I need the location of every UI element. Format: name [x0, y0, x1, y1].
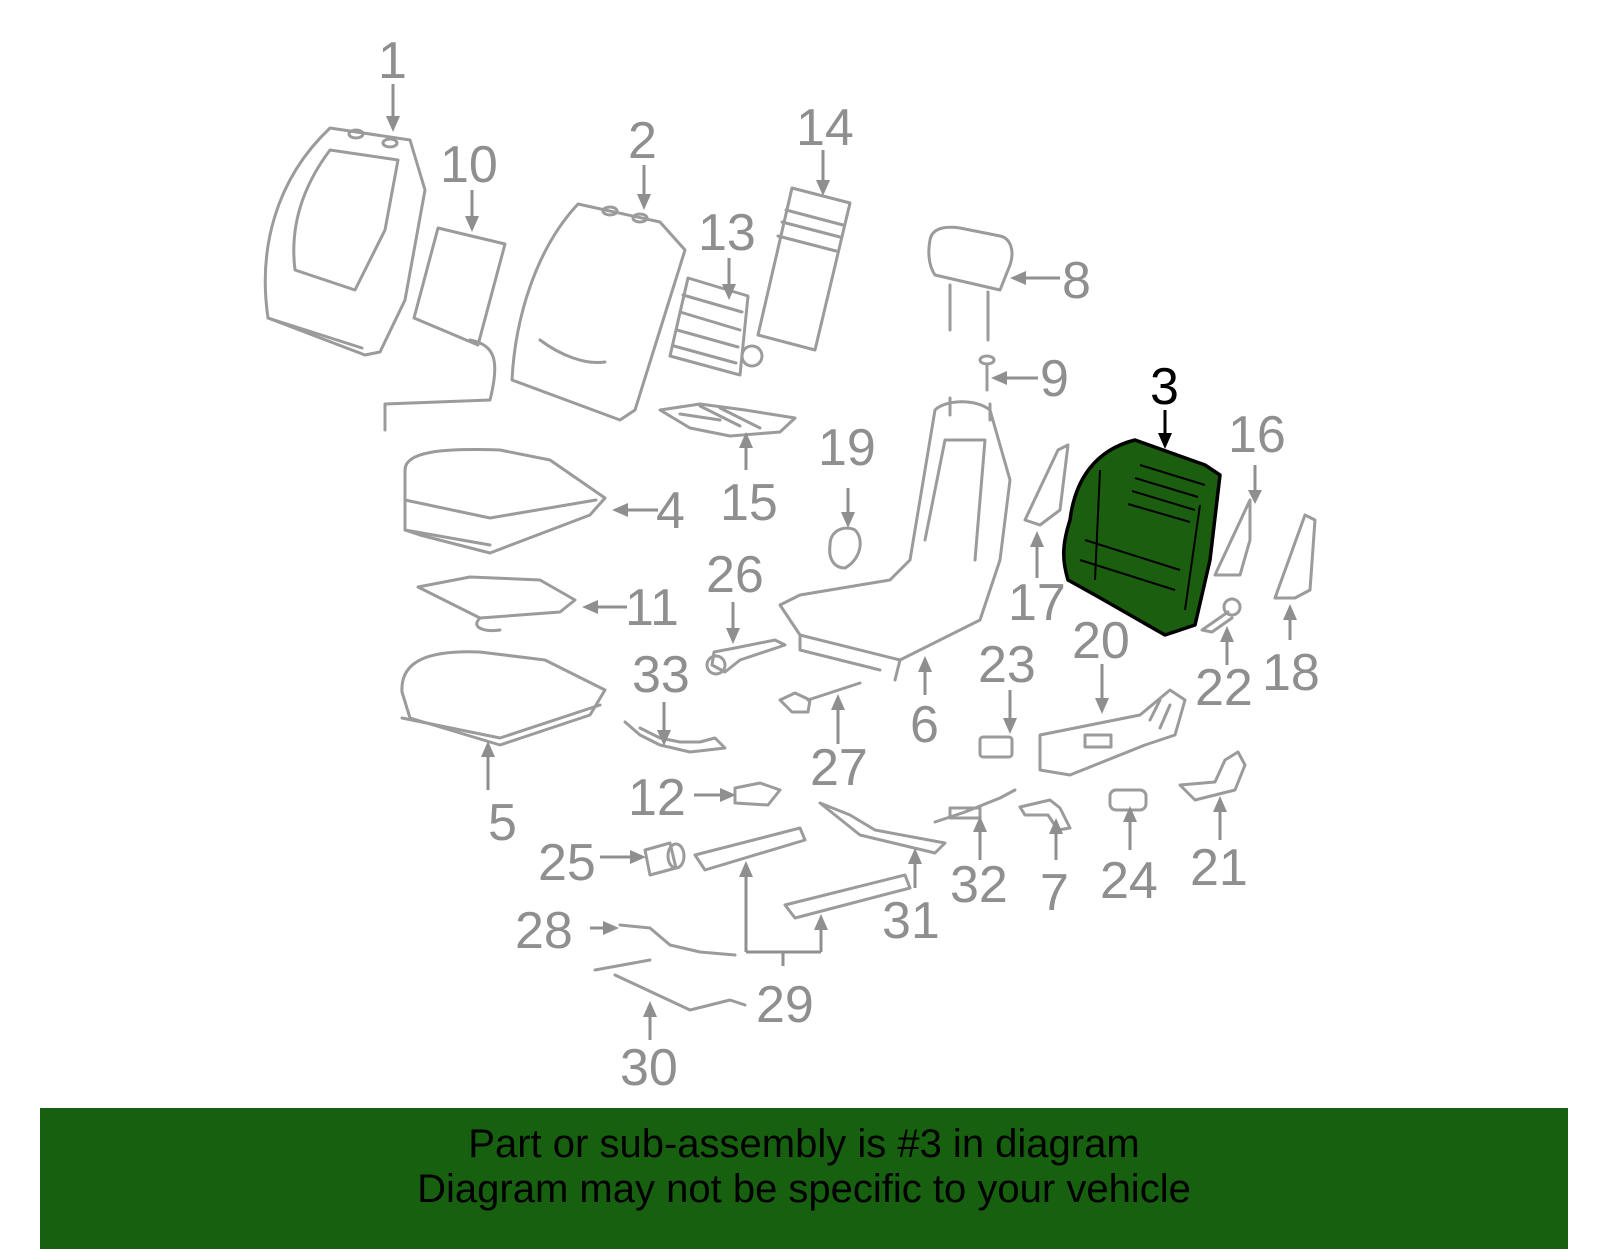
leader-lines: [386, 84, 1297, 1040]
callout-27: 27: [810, 739, 868, 797]
callout-2: 2: [628, 112, 657, 170]
part-5-cushion-pad[interactable]: [400, 650, 607, 747]
part-17-side-cover[interactable]: [1023, 443, 1070, 527]
part-33-wire-harness[interactable]: [623, 720, 727, 754]
part-24-cap[interactable]: [1108, 788, 1148, 812]
callout-7: 7: [1040, 864, 1069, 922]
callout-9: 9: [1040, 350, 1069, 408]
callout-18: 18: [1262, 644, 1320, 702]
callout-12: 12: [628, 769, 686, 827]
part-27-motor-cable[interactable]: [778, 681, 862, 714]
callout-6: 6: [910, 696, 939, 754]
callout-16: 16: [1228, 406, 1286, 464]
callout-21: 21: [1190, 839, 1248, 897]
callout-22: 22: [1195, 659, 1253, 717]
part-29-seat-tracks[interactable]: [693, 826, 912, 920]
part-19-trim-cover[interactable]: [828, 526, 862, 570]
part-7-bracket[interactable]: [1018, 798, 1072, 832]
part-28-harness[interactable]: [618, 923, 737, 957]
callout-15: 15: [720, 474, 778, 532]
callout-20: 20: [1072, 612, 1130, 670]
part-23-cap[interactable]: [978, 735, 1014, 759]
callout-29: 29: [756, 976, 814, 1034]
part-31-bracket[interactable]: [818, 801, 947, 855]
part-4-cushion-cover[interactable]: [403, 448, 607, 555]
callout-33: 33: [632, 646, 690, 704]
banner-disclaimer-line: Diagram may not be specific to your vehi…: [417, 1167, 1191, 1211]
part-20-side-shield[interactable]: [1038, 688, 1187, 777]
part-14-back-panel[interactable]: [756, 186, 852, 352]
part-10-heater-pad[interactable]: [383, 226, 507, 432]
part-21-lever[interactable]: [1178, 750, 1247, 802]
part-18-trim[interactable]: [1273, 513, 1317, 600]
callout-14: 14: [796, 99, 854, 157]
part-32-cable[interactable]: [933, 788, 1017, 824]
callout-8: 8: [1062, 252, 1091, 310]
part-22-knob[interactable]: [1200, 597, 1242, 634]
callout-24: 24: [1100, 852, 1158, 910]
part-25-actuator[interactable]: [643, 841, 686, 877]
part-30-rod[interactable]: [593, 958, 747, 1012]
part-11-cushion-heater[interactable]: [416, 575, 577, 632]
callout-23: 23: [978, 636, 1036, 694]
part-2-seatback-pad[interactable]: [510, 202, 687, 422]
callout-17: 17: [1008, 574, 1066, 632]
part-12-switch[interactable]: [733, 781, 782, 807]
callout-4: 4: [656, 482, 685, 540]
callout-25: 25: [538, 834, 596, 892]
part-13-fan[interactable]: [668, 276, 764, 377]
part-16-trim[interactable]: [1213, 498, 1252, 577]
callout-31: 31: [882, 892, 940, 950]
part-9-headrest-guide[interactable]: [978, 354, 996, 392]
callout-1: 1: [378, 32, 407, 90]
part-3-seatback-panel-highlighted[interactable]: [1062, 438, 1222, 637]
part-26-motor[interactable]: [705, 638, 787, 676]
callout-19: 19: [818, 419, 876, 477]
banner-part-line: Part or sub-assembly is #3 in diagram: [468, 1122, 1140, 1166]
callout-13: 13: [698, 204, 756, 262]
callout-32: 32: [950, 856, 1008, 914]
callout-26: 26: [706, 546, 764, 604]
callout-labels: 1 2 3 4 5 6 7 8 9 10 11 12 13 14 15 16 1…: [378, 32, 1320, 1097]
part-8-headrest[interactable]: [927, 225, 1014, 342]
callout-3: 3: [1150, 358, 1179, 416]
callout-11: 11: [625, 579, 679, 637]
part-15-wire-mat[interactable]: [658, 402, 797, 438]
callout-10: 10: [440, 136, 498, 194]
part-1-seatback-cover[interactable]: [263, 126, 427, 357]
callout-30: 30: [620, 1039, 678, 1097]
part-6-seat-frame[interactable]: [778, 396, 1012, 682]
info-banner: Part or sub-assembly is #3 in diagram Di…: [40, 1108, 1568, 1249]
callout-28: 28: [515, 902, 573, 960]
callout-5: 5: [488, 794, 517, 852]
